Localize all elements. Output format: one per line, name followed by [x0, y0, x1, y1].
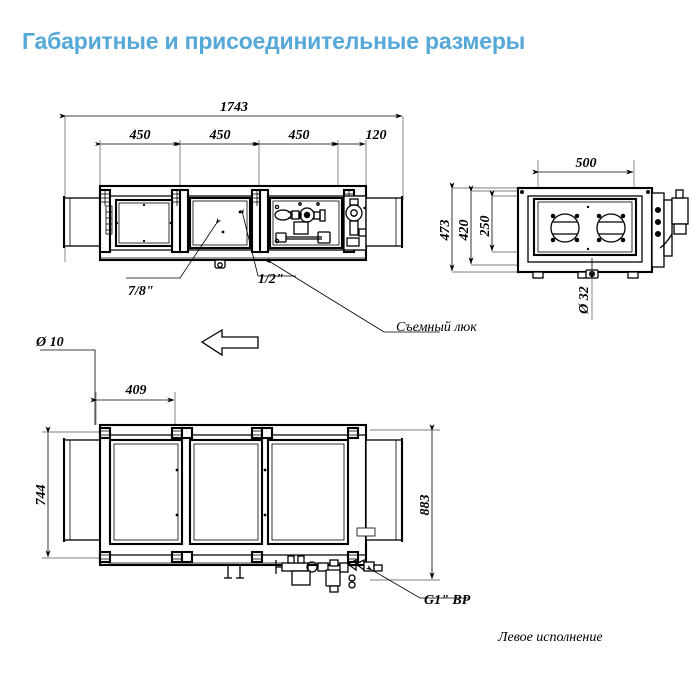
callout-label-removable-hatch: Съемный люк [396, 320, 477, 335]
dim-plan-depth-744: 744 [34, 485, 49, 506]
top-view-callouts: 7/8" 1/2" Съемный люк [126, 208, 477, 335]
dim-drain-diameter: Ø 32 [577, 286, 592, 315]
dim-segment-4: 120 [366, 128, 387, 143]
top-view-body [62, 184, 404, 269]
plan-view-dimensions: Ø 10 409 744 883 [34, 335, 440, 581]
dim-side-height-420: 420 [457, 220, 472, 242]
page-title: Габаритные и присоединительные размеры [22, 28, 526, 54]
dim-plan-depth-883: 883 [418, 495, 433, 516]
callout-label-7-8: 7/8" [128, 284, 154, 299]
plan-view-body: G1" ВР Левое исполнение [62, 423, 603, 645]
dim-overall-length: 1743 [220, 100, 248, 115]
dim-plan-offset: 409 [125, 383, 147, 398]
dim-side-height-473: 473 [438, 220, 453, 242]
dim-segment-3: 450 [288, 128, 310, 143]
callout-label-1-2: 1/2" [258, 272, 284, 287]
top-view-dimensions: 1743 450 450 450 120 [59, 100, 404, 262]
side-view: 500 473 420 250 [438, 156, 689, 320]
callout-hole-diameter: Ø 10 [35, 335, 64, 350]
dim-segment-2: 450 [209, 128, 231, 143]
dim-segment-1: 450 [129, 128, 151, 143]
flow-direction-arrow [200, 328, 259, 357]
note-configuration: Левое исполнение [497, 630, 603, 645]
dim-side-height-250: 250 [478, 216, 493, 238]
callout-pipe-connection: G1" ВР [424, 593, 471, 608]
dim-side-width: 500 [576, 156, 597, 171]
